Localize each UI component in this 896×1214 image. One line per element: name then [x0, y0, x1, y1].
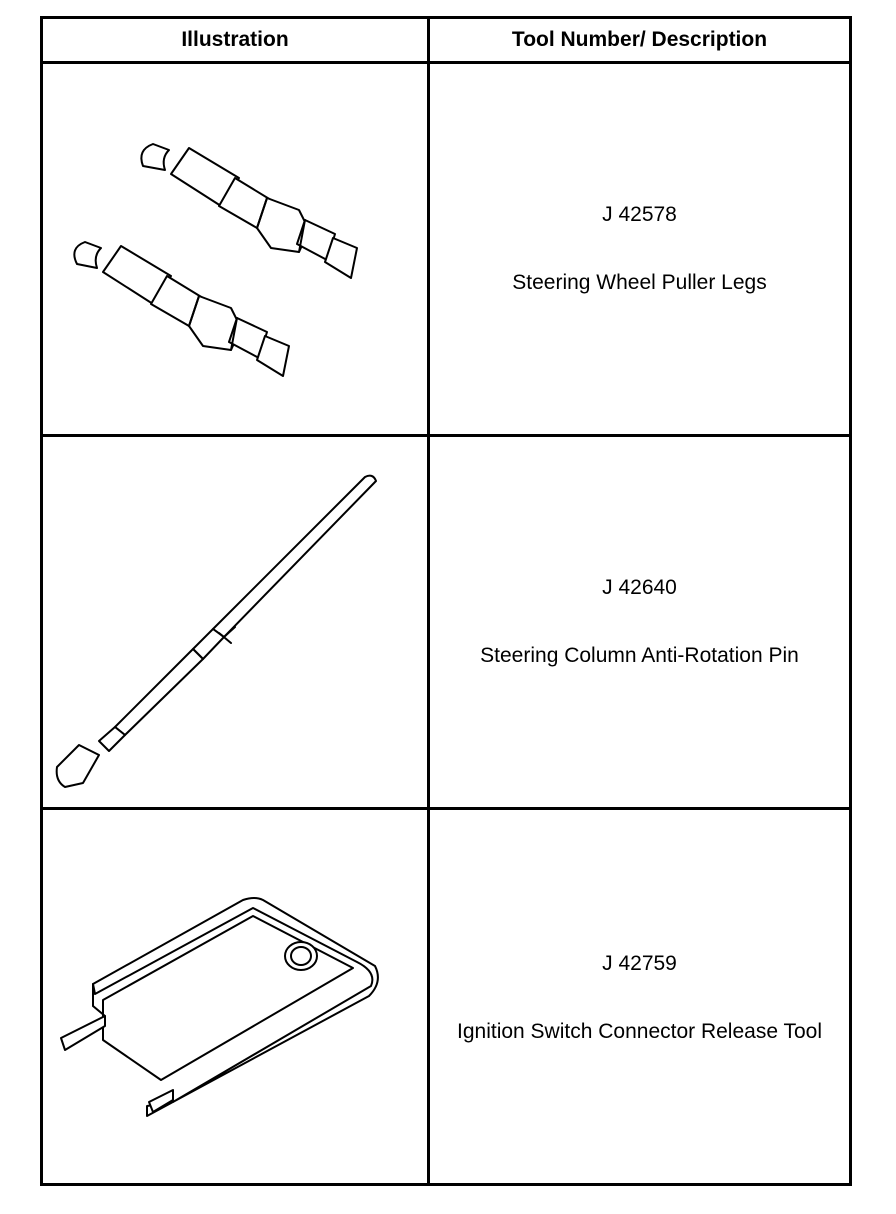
row-1-description-cell: J 42578 Steering Wheel Puller Legs	[430, 64, 849, 434]
column-divider	[427, 19, 430, 1183]
row-1-illustration	[43, 64, 427, 434]
tool-number: J 42578	[602, 203, 677, 226]
row-2-description-cell: J 42640 Steering Column Anti-Rotation Pi…	[430, 437, 849, 807]
tool-table: Illustration Tool Number/ Description	[40, 16, 852, 1186]
tool-number: J 42759	[602, 952, 677, 975]
header-illustration: Illustration	[181, 28, 289, 51]
row-3-description-cell: J 42759 Ignition Switch Connector Releas…	[430, 810, 849, 1186]
header-divider	[43, 61, 849, 64]
row-divider	[43, 434, 849, 437]
row-3-illustration	[43, 810, 427, 1186]
tool-description: Steering Wheel Puller Legs	[512, 271, 767, 294]
release-tool-illustration	[60, 897, 379, 1117]
header-tool-description: Tool Number/ Description	[511, 28, 768, 51]
tool-description: Ignition Switch Connector Release Tool	[457, 1020, 822, 1043]
anti-rotation-pin-illustration	[55, 474, 377, 788]
tool-number: J 42640	[602, 576, 677, 599]
puller-legs-illustration	[73, 143, 358, 377]
row-2-illustration	[43, 437, 427, 807]
row-divider	[43, 807, 849, 810]
tool-description: Steering Column Anti-Rotation Pin	[480, 644, 799, 667]
